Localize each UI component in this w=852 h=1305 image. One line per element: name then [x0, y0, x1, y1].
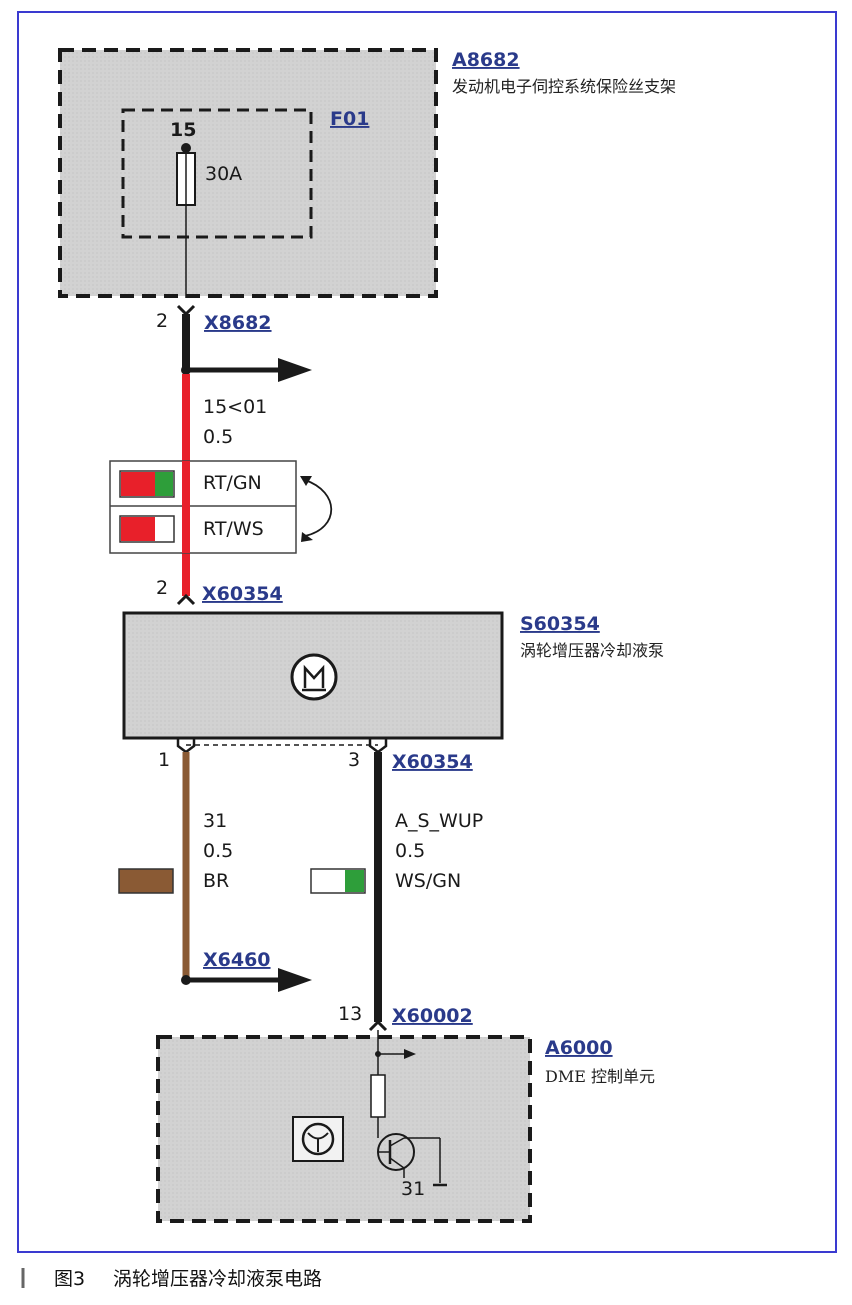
x8682-id: X8682 [204, 312, 272, 334]
fuse-pin-label: 15 [170, 119, 196, 141]
x8682-pin: 2 [156, 310, 168, 332]
x60354-in-connector [176, 593, 196, 606]
supply-size: 0.5 [203, 426, 233, 448]
branch-arrow-top [278, 358, 312, 382]
signal-size: 0.5 [395, 840, 425, 862]
dme-id: A6000 [545, 1037, 613, 1059]
dme-ground-pin: 31 [401, 1178, 425, 1200]
caption-number: 图3 [54, 1268, 85, 1290]
fuse-id: F01 [330, 108, 369, 130]
dme-branch-arrow [404, 1049, 416, 1059]
x60354-in-pin: 2 [156, 577, 168, 599]
x60002-pin: 13 [338, 1003, 362, 1025]
dme-resistor [370, 1074, 386, 1118]
fuse-carrier-name: 发动机电子伺控系统保险丝支架 [452, 77, 676, 96]
fuse-pin-dot [181, 143, 191, 153]
ground-size: 0.5 [203, 840, 233, 862]
caption-title: 涡轮增压器冷却液泵电路 [113, 1268, 322, 1290]
variant-swap-arrow [304, 479, 332, 537]
variant-b-label: RT/WS [203, 518, 264, 540]
fuse-box [121, 108, 313, 239]
x6460-id: X6460 [203, 949, 271, 971]
x60354-pin1: 1 [158, 749, 170, 771]
variant-a-label: RT/GN [203, 472, 262, 494]
x60354-out-id: X60354 [392, 751, 473, 773]
supply-signal: 15<01 [203, 396, 267, 418]
branch-arrow-bottom [278, 968, 312, 992]
pump-name: 涡轮增压器冷却液泵 [520, 641, 664, 660]
x60002-id: X60002 [392, 1005, 473, 1027]
signal-name: A_S_WUP [395, 810, 483, 832]
signal-color: WS/GN [395, 870, 461, 892]
dme-name: DME 控制单元 [545, 1067, 655, 1086]
fuse-carrier-id: A8682 [452, 49, 520, 71]
ground-signal: 31 [203, 810, 227, 832]
x60354-in-id: X60354 [202, 583, 283, 605]
pump-id: S60354 [520, 613, 600, 635]
fuse-rating: 30A [205, 163, 242, 185]
ground-color: BR [203, 870, 229, 892]
x60354-out-pin: 3 [348, 749, 360, 771]
x60002-connector [368, 1019, 388, 1032]
swatch-br [118, 868, 174, 894]
